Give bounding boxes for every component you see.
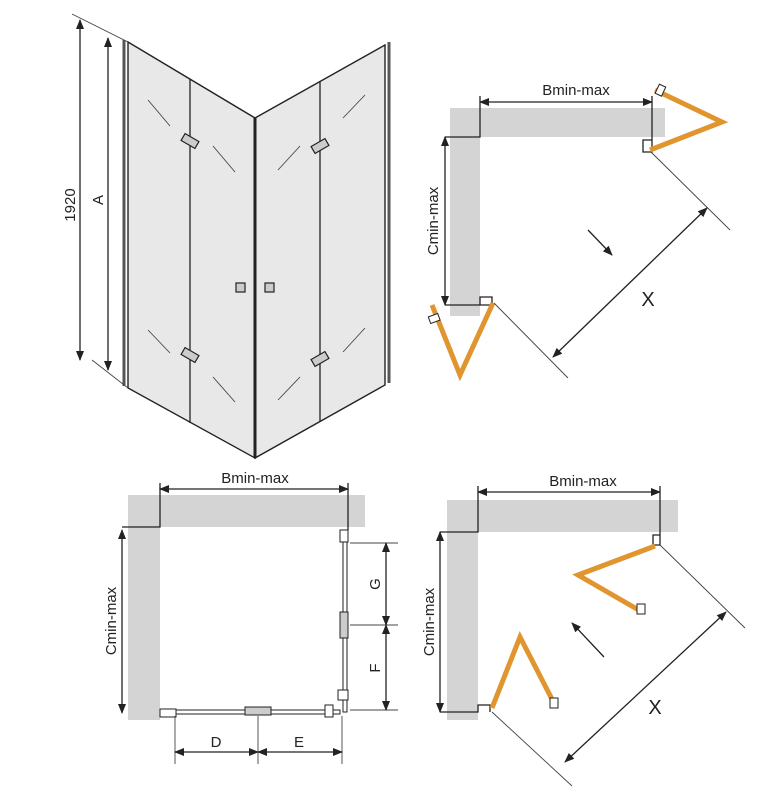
d-label: D (211, 734, 222, 751)
depth-label: Cmin-max (103, 586, 120, 655)
plan-hinged-layout: Bmin-max Cmin-max G F D E (103, 470, 398, 764)
diagonal-label: X (648, 697, 661, 719)
left-folding-door (429, 301, 496, 382)
depth-label: Cmin-max (421, 587, 438, 656)
a-label: A (90, 195, 107, 205)
side-wall (450, 108, 480, 316)
f-label: F (367, 663, 384, 672)
hinge-icons (180, 132, 330, 368)
diagonal-label: X (641, 289, 654, 311)
left-glass-panel (127, 40, 256, 460)
e-label: E (294, 734, 304, 751)
left-folding-door (489, 630, 559, 709)
right-folding-door (649, 87, 729, 153)
right-folding-door (572, 543, 656, 615)
glass-reflections (147, 94, 366, 403)
depth-label: Cmin-max (425, 186, 442, 255)
back-wall (450, 108, 665, 137)
isometric-view: 1920 A (62, 13, 391, 460)
entry-direction-arrow-icon (587, 229, 613, 256)
width-label: Bmin-max (542, 82, 610, 99)
exit-direction-arrow-icon (571, 622, 605, 658)
g-label: G (367, 578, 384, 590)
width-label: Bmin-max (221, 470, 289, 487)
door-knob-icons (235, 282, 275, 293)
width-label: Bmin-max (549, 473, 617, 490)
height-value: 1920 (62, 188, 79, 221)
plan-corner-entry: Bmin-max Cmin-max X (425, 82, 731, 382)
plan-open-doors: Bmin-max Cmin-max X (421, 473, 746, 787)
